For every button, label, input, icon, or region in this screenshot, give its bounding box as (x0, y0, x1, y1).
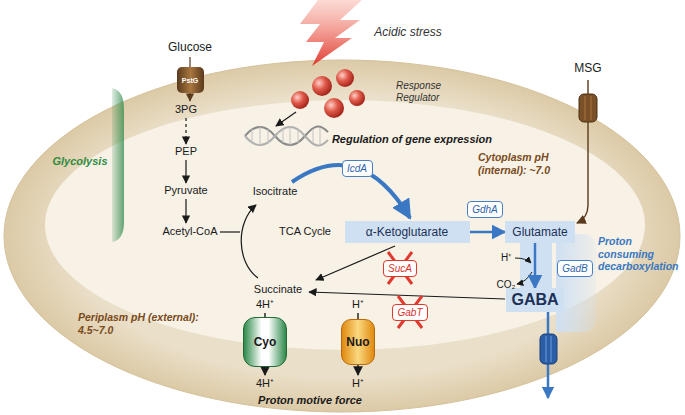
text-label: 4H⁺ (256, 377, 274, 390)
label-text: Isocitrate (253, 185, 298, 197)
text-label: Response Regulator (396, 80, 452, 104)
blocked-enzyme-box: GabT (392, 304, 428, 321)
node-text: α-Ketoglutarate (366, 225, 448, 239)
label-text: Pyruvate (164, 184, 207, 196)
text-label: H⁺ (501, 252, 511, 264)
label-text: Response Regulator (396, 80, 441, 103)
node-text: GabT (397, 307, 422, 318)
text-label: Glucose (168, 40, 212, 54)
label-text: Proton consuming decarboxylation (598, 235, 679, 272)
label-text: Acetyl-CoA (162, 225, 217, 237)
text-label: Cytoplasm pH (internal): ~7.0 (478, 151, 590, 176)
enzyme-box: IcdA (342, 160, 373, 177)
text-label: Proton motive force (258, 394, 362, 407)
text-label: H⁺ (352, 298, 364, 311)
text-label: Succinate (254, 283, 302, 296)
label-text: Acidic stress (374, 25, 441, 39)
label-text: CO₂ (497, 279, 516, 290)
node-text: GdhA (472, 204, 498, 215)
node-text: Cyo (254, 335, 277, 349)
stress-bolt (300, 0, 362, 66)
label-text: Regulation of gene expression (332, 133, 492, 145)
pathway-arrow (470, 231, 506, 234)
text-label: MSG (574, 61, 601, 75)
glycolysis-arrows (186, 57, 505, 299)
label-text: Periplasm pH (external): 4.5~7.0 (78, 311, 199, 336)
text-label: Isocitrate (253, 185, 298, 198)
regulation-arrow (276, 112, 296, 126)
proton-co2-arrows (515, 258, 532, 284)
glycolysis-bracket (112, 88, 124, 242)
node-text: SucA (388, 263, 412, 274)
proton-pump: Cyo (243, 317, 287, 367)
label-text: H⁺ (501, 252, 511, 263)
dna-helix (245, 126, 328, 145)
blocked-enzyme-box: SucA (383, 260, 417, 277)
pathway-arrow (534, 243, 537, 288)
node-text: GABA (511, 291, 558, 309)
metabolite-box: GABA (506, 288, 564, 312)
label-text: Glycolysis (52, 155, 107, 167)
label-text: Proton motive force (258, 394, 362, 406)
text-label: Acetyl-CoA (162, 225, 217, 238)
label-text: Cytoplasm pH (internal): ~7.0 (478, 151, 550, 176)
text-label: TCA Cycle (279, 225, 331, 238)
label-text: 4H⁺ (256, 377, 274, 389)
label-text: H⁺ (352, 377, 364, 389)
text-label: 3PG (175, 103, 197, 116)
node-text: IcdA (347, 163, 367, 174)
label-text: Succinate (254, 283, 302, 295)
text-label: Acidic stress (374, 25, 441, 39)
text-label: Glycolysis (52, 155, 107, 168)
cytoplasm-region (45, 100, 645, 350)
response-regulator-proteins (291, 69, 365, 118)
label-text: 3PG (175, 103, 197, 115)
text-label: Proton consuming decarboxylation (598, 235, 680, 273)
msg-transporter (577, 80, 597, 223)
label-text: MSG (574, 61, 601, 75)
gaba-transporter (540, 312, 557, 398)
node-text: Glutamate (512, 225, 567, 239)
decarboxylation-band (520, 240, 552, 292)
decarboxylation-bracket (556, 234, 596, 332)
text-label: CO₂ (497, 279, 516, 291)
text-label: 4H⁺ (256, 298, 274, 311)
text-label: Regulation of gene expression (332, 133, 492, 146)
transporter: PstG (177, 67, 204, 93)
node-text: GadB (562, 263, 588, 274)
cell-envelope (4, 60, 680, 412)
text-label: Pyruvate (164, 184, 207, 197)
text-label: PEP (175, 145, 197, 158)
label-text: PEP (175, 145, 197, 157)
enzyme-box: GdhA (467, 201, 503, 218)
label-text: 4H⁺ (256, 298, 274, 310)
label-text: TCA Cycle (279, 225, 331, 237)
node-text: Nuo (346, 335, 369, 349)
label-text: Glucose (168, 40, 212, 54)
metabolite-band: α-Ketoglutarate (345, 221, 470, 243)
text-label: Periplasm pH (external): 4.5~7.0 (78, 311, 210, 336)
proton-pump: Nuo (341, 319, 375, 365)
metabolite-band: Glutamate (505, 221, 575, 243)
enzyme-box: GadB (557, 260, 593, 277)
node-text: PstG (182, 77, 198, 84)
label-text: H⁺ (352, 298, 364, 310)
text-label: H⁺ (352, 377, 364, 390)
